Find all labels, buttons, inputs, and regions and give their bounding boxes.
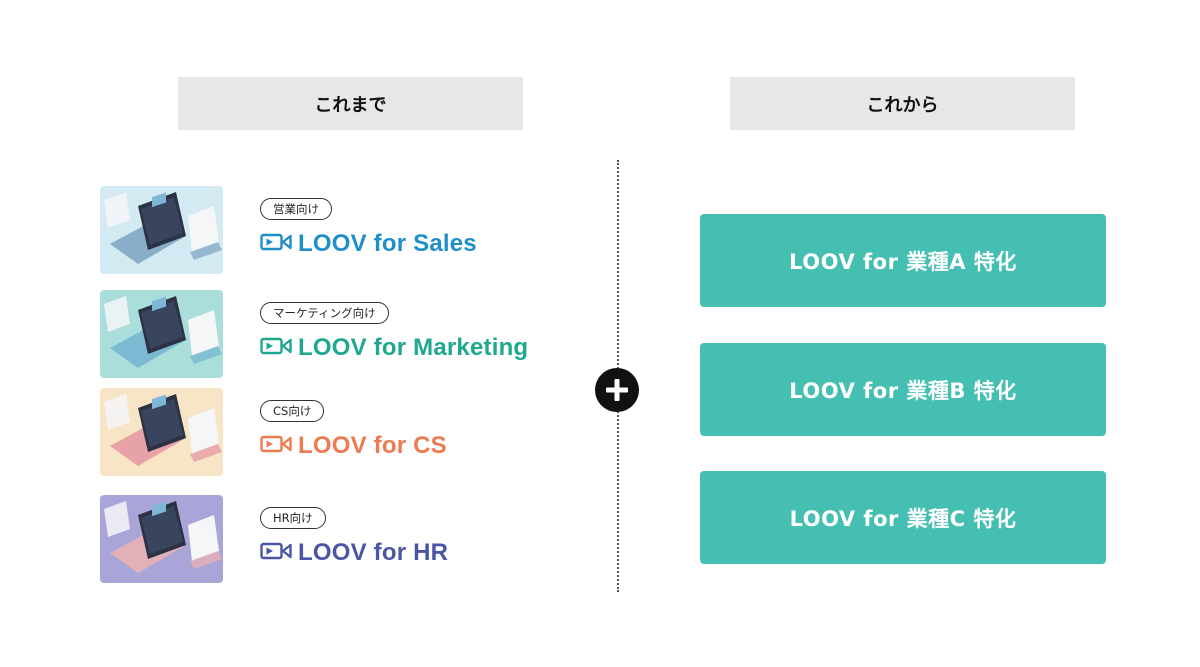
product-thumbnail [100,495,223,583]
header-after-label: これから [866,94,939,116]
product-thumbnail [100,290,223,378]
product-tag: CS向け [260,400,325,422]
specialization-label: LOOV for 業種A 特化 [789,249,1017,274]
video-camera-icon [260,541,292,565]
product-brand: LOOV for Sales [260,230,477,258]
specialization-label: LOOV for 業種B 特化 [789,378,1017,403]
product-tag: マーケティング向け [260,302,389,324]
header-before: これまで [178,77,523,130]
product-name: LOOV for HR [298,539,449,566]
product-thumbnail [100,186,223,274]
video-camera-icon [260,336,292,360]
product-name: LOOV for Marketing [298,334,529,361]
specialization-card-c: LOOV for 業種C 特化 [700,471,1106,564]
product-name: LOOV for Sales [298,230,477,257]
product-thumbnail [100,388,223,476]
product-tag: 営業向け [260,198,332,220]
specialization-card-a: LOOV for 業種A 特化 [700,214,1106,307]
product-sales: 営業向け LOOV for Sales [100,186,580,276]
header-before-label: これまで [314,94,387,116]
product-tag: HR向け [260,507,326,529]
plus-icon [595,368,639,412]
product-brand: LOOV for HR [260,539,448,567]
specialization-card-b: LOOV for 業種B 特化 [700,343,1106,436]
video-camera-icon [260,232,292,256]
product-name: LOOV for CS [298,432,447,459]
product-hr: HR向け LOOV for HR [100,495,580,585]
header-after: これから [730,77,1075,130]
video-camera-icon [260,434,292,458]
product-marketing: マーケティング向け LOOV for Marketing [100,290,580,380]
specialization-label: LOOV for 業種C 特化 [789,506,1017,531]
product-cs: CS向け LOOV for CS [100,388,580,478]
product-brand: LOOV for CS [260,432,447,460]
product-brand: LOOV for Marketing [260,334,528,362]
